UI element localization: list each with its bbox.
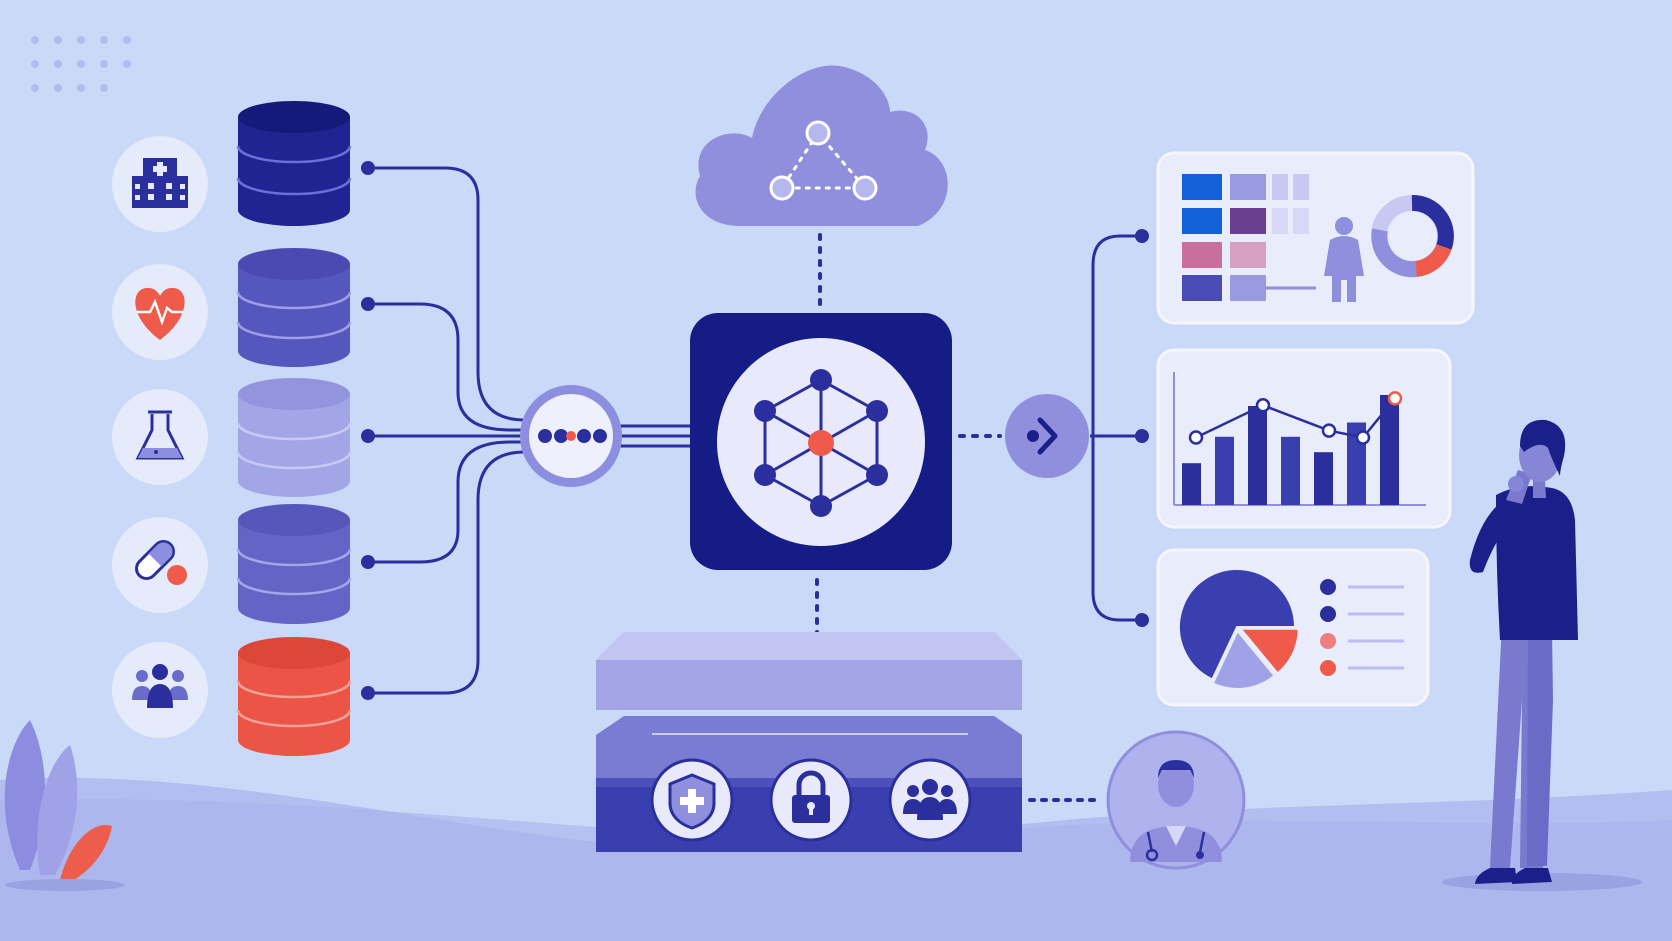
pie-legend-marker: [1320, 579, 1336, 595]
database-2: [236, 248, 352, 367]
trend-point: [1321, 423, 1337, 438]
source-cardiology: [112, 264, 208, 360]
trend-bar: [1248, 406, 1267, 505]
cloud-node: [695, 65, 948, 227]
analyst-person: [1442, 419, 1642, 891]
merge-node: [520, 385, 690, 487]
pie-legend-marker: [1320, 633, 1336, 649]
person-icon: [1324, 217, 1364, 302]
doctor-avatar: [1106, 730, 1246, 870]
pie-legend-marker: [1320, 660, 1336, 676]
security-icons: [650, 758, 972, 842]
trend-bar: [1182, 463, 1201, 505]
trend-point: [1355, 430, 1371, 445]
pie-chart: [1178, 568, 1300, 690]
output-arrow-node: [1005, 394, 1089, 478]
patients-group-icon: [132, 664, 188, 708]
database-3: [236, 378, 352, 497]
trend-point: [1387, 391, 1403, 406]
network-graph-icon: [754, 369, 888, 517]
dashboard-trend-panel: [1156, 348, 1452, 529]
output-connector-dots: [1135, 229, 1149, 627]
shield-medical-icon: [668, 773, 716, 830]
pill-capsule-icon: [135, 540, 187, 585]
source-connectors: [368, 166, 560, 695]
database-1: [236, 101, 352, 226]
trend-point: [1188, 430, 1204, 445]
source-laboratory: [112, 389, 208, 485]
trend-line: [1188, 391, 1403, 445]
cloud-network-icon: [695, 65, 948, 227]
team-icon: [903, 779, 957, 820]
doctor-avatar-icon: [1130, 760, 1222, 862]
plant-decoration: [4, 720, 125, 891]
hospital-icon: [132, 158, 188, 208]
arrow-right-icon: [1037, 417, 1058, 455]
source-patients: [112, 642, 208, 738]
trend-bar: [1380, 395, 1399, 505]
source-pharmacy: [112, 517, 208, 613]
trend-bar: [1215, 436, 1234, 505]
donut-chart-icon: [1371, 195, 1454, 278]
central-hub: [690, 313, 952, 570]
ground-hill-back: [0, 799, 1672, 941]
trend-point: [1255, 398, 1271, 413]
trend-bar: [1281, 436, 1300, 505]
pie-legend-marker: [1320, 606, 1336, 622]
heatmap-grid-icon: [1182, 174, 1316, 301]
pie-slice: [1238, 627, 1300, 675]
database-4: [236, 504, 352, 624]
pie-slice: [1178, 568, 1297, 681]
source-hospital: [112, 136, 208, 232]
dashboard-heatmap-panel: [1156, 151, 1475, 325]
trend-bar: [1314, 452, 1333, 505]
decorative-dot-grid: [31, 36, 131, 92]
lab-flask-icon: [135, 410, 185, 460]
source-connector-dots: [361, 161, 375, 700]
pie-slice: [1211, 629, 1276, 690]
database-5: [236, 637, 352, 756]
padlock-icon: [792, 770, 830, 823]
output-connectors: [1090, 234, 1140, 622]
dashboard-pie-panel: [1156, 548, 1430, 707]
pie-legend: [1320, 579, 1404, 676]
